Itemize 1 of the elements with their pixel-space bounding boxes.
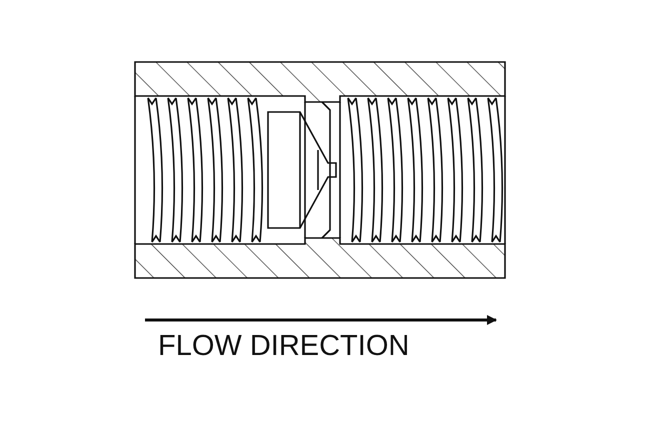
- flow-direction-label: FLOW DIRECTION: [158, 332, 410, 361]
